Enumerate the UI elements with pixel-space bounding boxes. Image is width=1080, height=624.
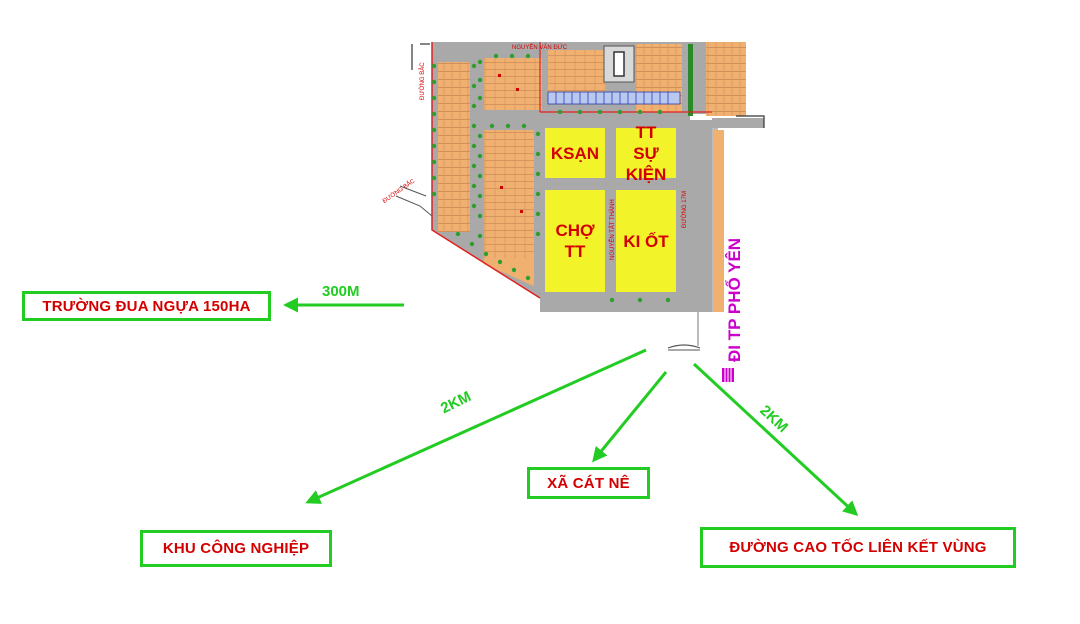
zone-hotel: KSẠN: [545, 128, 605, 178]
road-label-left: ĐƯỜNG BẮC: [420, 62, 426, 100]
label-race-track: TRƯỜNG ĐUA NGỰA 150HA: [22, 291, 271, 321]
lots-right-top: [706, 42, 746, 116]
arrow-commune: [592, 371, 668, 463]
lots-middle-block: [484, 130, 534, 258]
label-commune: XÃ CÁT NÊ: [527, 467, 650, 499]
median-strip: [688, 44, 693, 116]
direction-label: ĐI TP PHỔ YÊN: [725, 237, 744, 362]
road-label-right: ĐƯỜNG 17M: [682, 191, 688, 228]
label-expressway: ĐƯỜNG CAO TỐC LIÊN KẾT VÙNG: [700, 527, 1016, 568]
arrow-industrial-park: [305, 348, 647, 504]
lots-top-block: [484, 58, 542, 110]
zone-market: CHỢ TT: [545, 190, 605, 292]
zone-kiosk: KI ỐT: [616, 190, 676, 292]
lots-right-strip: [714, 130, 724, 312]
parking-band: [547, 91, 681, 105]
site-plan: [395, 42, 765, 351]
distance-race-track: 300M: [322, 283, 360, 300]
arrow-expressway: [692, 362, 859, 517]
road-label-center: NGUYỄN TẤT THÀNH: [610, 199, 616, 260]
trees: [431, 53, 671, 303]
direction-arrow-icon: [722, 368, 734, 382]
lots-top-middle: [548, 50, 606, 94]
label-industrial-park: KHU CÔNG NGHIỆP: [140, 530, 332, 567]
road-label-top: NGUYỄN VĂN ĐỨC: [512, 45, 568, 51]
lots-left-column: [438, 62, 470, 232]
zone-event-center: TT SỰ KIỆN: [616, 123, 676, 184]
direction-arrows: [283, 297, 859, 517]
